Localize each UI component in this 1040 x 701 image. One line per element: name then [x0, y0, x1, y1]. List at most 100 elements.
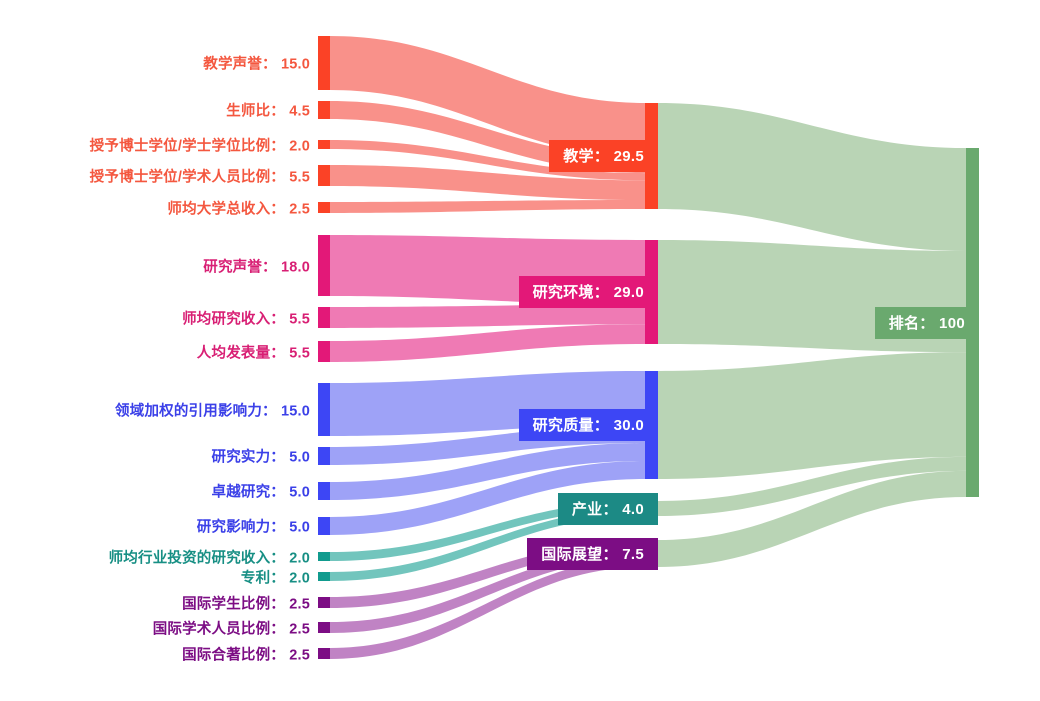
sankey-link: [330, 324, 645, 362]
node-label-publications_per_staff: 人均发表量： 5.5: [197, 341, 310, 362]
node-label-doctorate_staff_ratio: 授予博士学位/学术人员比例： 5.5: [90, 165, 310, 186]
node-label-research_influence: 研究影响力： 5.0: [197, 516, 310, 537]
node-label-text: 领域加权的引用影响力：: [115, 403, 277, 419]
node-label-text: 师均行业投资的研究收入：: [108, 550, 285, 566]
node-label-text: 产业：: [571, 500, 618, 518]
sankey-link: [330, 443, 645, 500]
node-label-intl_students: 国际学生比例： 2.5: [182, 592, 310, 613]
node-label-text: 卓越研究：: [211, 484, 285, 501]
node-label-research_strength: 研究实力： 5.0: [212, 446, 311, 467]
sankey-node-intl_staff[interactable]: [318, 622, 330, 633]
sankey-node-research_income[interactable]: [318, 307, 330, 328]
node-label-industry_income: 师均行业投资的研究收入： 2.0: [109, 546, 310, 567]
sankey-link: [658, 456, 966, 516]
sankey-link: [330, 508, 645, 581]
node-label-research_excellence: 卓越研究： 5.0: [212, 481, 311, 502]
node-label-text: 研究实力：: [211, 449, 285, 466]
node-label-value: 29.0: [609, 284, 644, 301]
node-label-text: 国际学术人员比例：: [152, 621, 285, 637]
node-label-text: 人均发表量：: [196, 345, 285, 361]
sankey-link: [330, 558, 645, 659]
node-label-value: 2.0: [285, 138, 310, 154]
node-label-student_staff_ratio: 生师比： 4.5: [226, 100, 310, 121]
node-label-text: 授予博士学位/学士学位比例：: [89, 138, 285, 154]
sankey-node-citation_impact[interactable]: [318, 383, 330, 436]
node-label-value: 7.5: [617, 545, 644, 563]
sankey-link: [658, 103, 966, 251]
node-label-intl_coauthor: 国际合著比例： 2.5: [182, 643, 310, 664]
sankey-node-research_excellence[interactable]: [318, 482, 330, 500]
sankey-node-intl_coauthor[interactable]: [318, 648, 330, 659]
sankey-link: [330, 461, 645, 535]
sankey-link: [330, 200, 645, 213]
sankey-node-teaching_reputation[interactable]: [318, 36, 330, 90]
node-label-value: 2.5: [285, 201, 310, 217]
node-label-institutional_income: 师均大学总收入： 2.5: [167, 197, 310, 218]
node-label-intl_staff: 国际学术人员比例： 2.5: [153, 617, 310, 638]
sankey-link: [330, 304, 645, 328]
sankey-link: [330, 165, 645, 201]
node-label-text: 国际学生比例：: [182, 596, 285, 612]
node-label-value: 4.0: [617, 500, 644, 518]
sankey-node-publications_per_staff[interactable]: [318, 341, 330, 362]
sankey-link: [330, 36, 645, 157]
node-label-patents: 专利： 2.0: [241, 566, 310, 587]
node-label-value: 29.5: [609, 148, 644, 165]
node-label-text: 教学声誉：: [203, 56, 277, 73]
node-label-text: 研究质量：: [532, 417, 610, 434]
node-label-intl_outlook: 国际展望： 7.5: [527, 537, 658, 570]
sankey-node-doctorate_staff_ratio[interactable]: [318, 165, 330, 186]
node-label-text: 研究声誉：: [203, 259, 277, 275]
node-label-value: 100: [934, 314, 965, 332]
node-label-text: 研究影响力：: [196, 519, 285, 536]
node-label-value: 5.5: [285, 345, 310, 361]
sankey-link: [330, 549, 645, 633]
node-label-research_reputation: 研究声誉： 18.0: [203, 255, 310, 276]
node-label-teaching: 教学： 29.5: [549, 140, 658, 172]
node-label-text: 研究环境：: [532, 284, 610, 301]
node-label-value: 5.5: [285, 311, 310, 327]
node-label-value: 5.0: [285, 449, 310, 466]
node-label-research_quality: 研究质量： 30.0: [518, 409, 658, 441]
node-label-text: 生师比：: [226, 103, 285, 120]
sankey-node-research_strength[interactable]: [318, 447, 330, 465]
node-label-value: 2.5: [285, 647, 310, 663]
node-label-doctorate_bachelor_ratio: 授予博士学位/学士学位比例： 2.0: [90, 134, 310, 155]
node-label-value: 4.5: [285, 103, 310, 120]
sankey-node-industry_income[interactable]: [318, 552, 330, 561]
sankey-node-doctorate_bachelor_ratio[interactable]: [318, 140, 330, 149]
sankey-link: [658, 352, 966, 479]
node-label-text: 专利：: [240, 570, 285, 586]
node-label-text: 授予博士学位/学术人员比例：: [89, 169, 285, 185]
node-label-text: 师均大学总收入：: [167, 201, 285, 217]
node-label-value: 18.0: [276, 259, 310, 275]
node-label-value: 5.0: [285, 484, 310, 501]
node-label-research_env: 研究环境： 29.0: [518, 276, 658, 308]
sankey-node-research_reputation[interactable]: [318, 235, 330, 296]
node-label-text: 师均研究收入：: [182, 311, 285, 327]
node-label-text: 国际合著比例：: [182, 647, 285, 663]
node-label-value: 2.0: [285, 550, 310, 566]
node-label-text: 国际展望：: [541, 545, 618, 563]
node-label-value: 30.0: [609, 417, 644, 434]
sankey-nodes-layer: [318, 36, 979, 659]
sankey-node-research_influence[interactable]: [318, 517, 330, 535]
sankey-node-institutional_income[interactable]: [318, 202, 330, 213]
node-label-value: 15.0: [276, 56, 310, 73]
node-label-research_income: 师均研究收入： 5.5: [182, 307, 310, 328]
node-label-value: 15.0: [276, 403, 310, 419]
sankey-node-intl_students[interactable]: [318, 597, 330, 608]
node-label-value: 2.0: [285, 570, 310, 586]
node-label-citation_impact: 领域加权的引用影响力： 15.0: [115, 399, 310, 420]
node-label-text: 排名：: [888, 314, 935, 332]
sankey-link: [330, 540, 645, 608]
sankey-link: [658, 470, 966, 567]
sankey-node-patents[interactable]: [318, 572, 330, 581]
node-label-value: 5.0: [285, 519, 310, 536]
node-label-text: 教学：: [563, 148, 610, 165]
node-label-teaching_reputation: 教学声誉： 15.0: [203, 53, 310, 74]
sankey-node-student_staff_ratio[interactable]: [318, 101, 330, 119]
node-label-value: 2.5: [285, 621, 310, 637]
